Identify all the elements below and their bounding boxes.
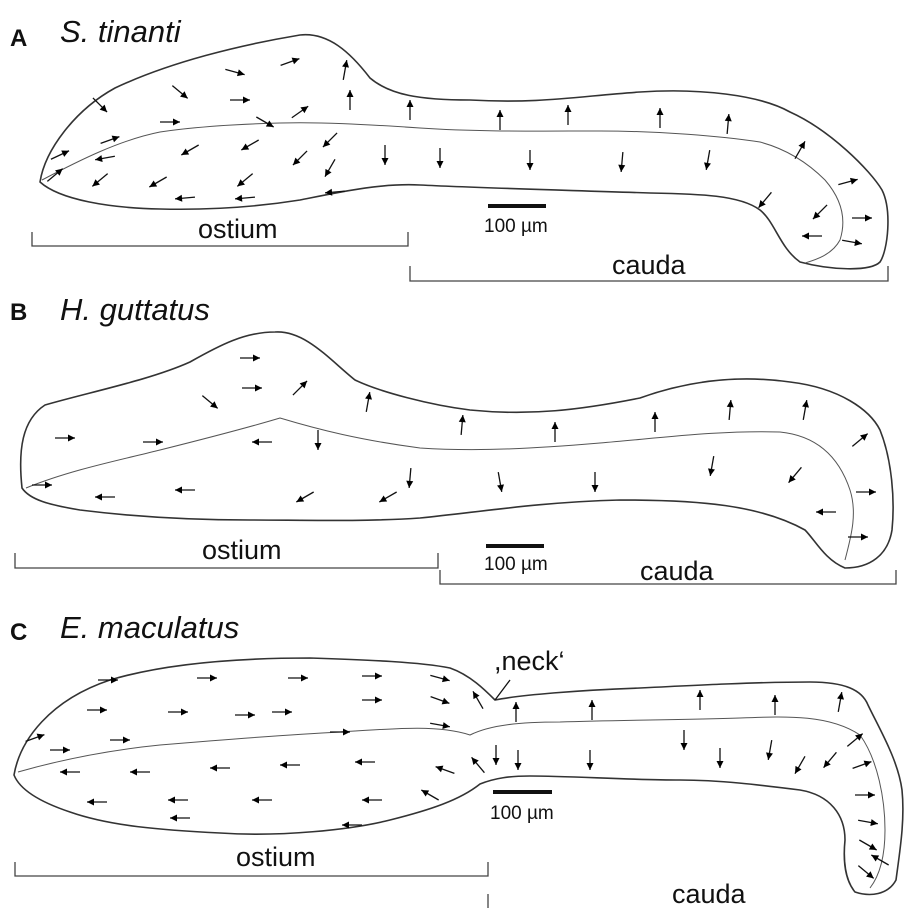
panel-c-cauda-label: cauda: [672, 879, 747, 908]
panel-a-letter: A: [10, 25, 27, 52]
panel-a-otolith-outline: [40, 35, 888, 269]
panel-b-ostium-label: ostium: [202, 535, 282, 565]
panel-b-cauda-label: cauda: [640, 556, 715, 586]
panel-a-scale-label: 100 µm: [484, 216, 548, 237]
panel-c-letter: C: [10, 619, 27, 646]
panel-a: A S. tinanti: [10, 14, 888, 281]
panel-c-otolith-outline: [14, 658, 903, 894]
panel-c: C E. maculatus: [10, 610, 903, 908]
panel-a-species-name: S. tinanti: [60, 14, 182, 49]
panel-c-scale-label: 100 µm: [490, 803, 554, 824]
panel-c-ostium-label: ostium: [236, 842, 316, 872]
panel-b-scale-label: 100 µm: [484, 554, 548, 575]
panel-c-scale-bar: 100 µm: [490, 792, 554, 824]
panel-c-neck-pointer: [495, 680, 510, 700]
panel-a-scale-bar: 100 µm: [484, 206, 548, 237]
panel-b-letter: B: [10, 299, 27, 326]
panel-c-neck-annotation: ,neck‘: [494, 646, 565, 676]
panel-b: B H. guttatus: [10, 292, 896, 586]
panel-a-cauda-label: cauda: [612, 250, 687, 280]
panel-c-species-name: E. maculatus: [60, 610, 239, 645]
panel-b-scale-bar: 100 µm: [484, 546, 548, 575]
panel-b-species-name: H. guttatus: [60, 292, 210, 327]
panel-a-ostium-label: ostium: [198, 214, 278, 244]
